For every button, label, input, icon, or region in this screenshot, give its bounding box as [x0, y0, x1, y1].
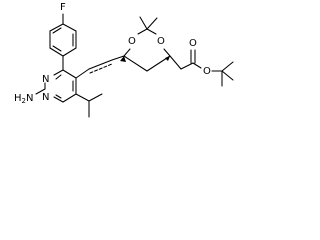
ester-oxygen-label: O [203, 66, 211, 77]
dioxane-bond [137, 28, 148, 35]
carbonyl-oxygen-label: O [189, 38, 197, 49]
isopropyl-group [75, 93, 103, 118]
vinyl-linker [75, 55, 125, 79]
vinyl-bond [111, 55, 125, 61]
ring-oxygen-right-label: O [157, 36, 165, 47]
pyrimidine-nitrogen-lower-label: N [42, 92, 49, 103]
gem-dimethyl-bond [139, 16, 148, 30]
stereo-wedge-right [165, 56, 170, 61]
fluorophenyl-bond [49, 47, 64, 57]
pyrimidine-ring [35, 69, 77, 103]
fluorophenyl-bond [62, 47, 77, 57]
amine-n: N [26, 93, 33, 104]
stereo-wedge-left [120, 56, 126, 62]
pyrimidine-double-bond [55, 74, 62, 80]
dioxane-bond [163, 48, 171, 57]
ester-bond [180, 62, 194, 70]
pyrimidine-bond [53, 96, 64, 103]
ester-bond [169, 55, 182, 70]
pyrimidine-double-bond [55, 94, 62, 99]
ester-sidechain [165, 49, 202, 70]
gem-dimethyl-bond [146, 17, 158, 30]
fluorine-label: F [60, 2, 66, 13]
chemical-structure-diagram: F N N H2N O O O O [0, 0, 246, 143]
amine-subscript: 2 [22, 97, 26, 105]
pyrimidine-nitrogen-upper-label: N [42, 74, 49, 85]
ester-bond [192, 62, 202, 69]
isopropyl-bond [75, 93, 90, 102]
fluorophenyl-ring [49, 13, 77, 71]
pyrimidine-bond [53, 69, 64, 76]
vinyl-double-bond [88, 59, 113, 70]
fluorophenyl-bond [62, 23, 77, 32]
dioxane-bond [123, 55, 148, 72]
amine-label: H2N [14, 93, 33, 105]
vinyl-double-bond-inner [89, 63, 113, 74]
fluorophenyl-bond [49, 23, 64, 32]
tert-butyl-group [211, 61, 234, 87]
amine-bond [35, 88, 46, 95]
pyrimidine-bond [62, 93, 77, 103]
dioxane-bond [123, 48, 131, 57]
tert-butyl-bond [221, 61, 234, 72]
dioxane-bond [146, 28, 157, 35]
canvas-background [0, 0, 246, 143]
vinyl-bond [75, 68, 90, 79]
amine-h: H [14, 93, 22, 104]
tert-butyl-bond [221, 70, 234, 81]
ring-oxygen-left-label: O [128, 36, 136, 47]
isopropyl-bond [88, 93, 103, 102]
fluorophenyl-double-bond [52, 45, 62, 52]
fluorophenyl-double-bond [52, 27, 62, 34]
pyrimidine-bond [62, 69, 77, 79]
